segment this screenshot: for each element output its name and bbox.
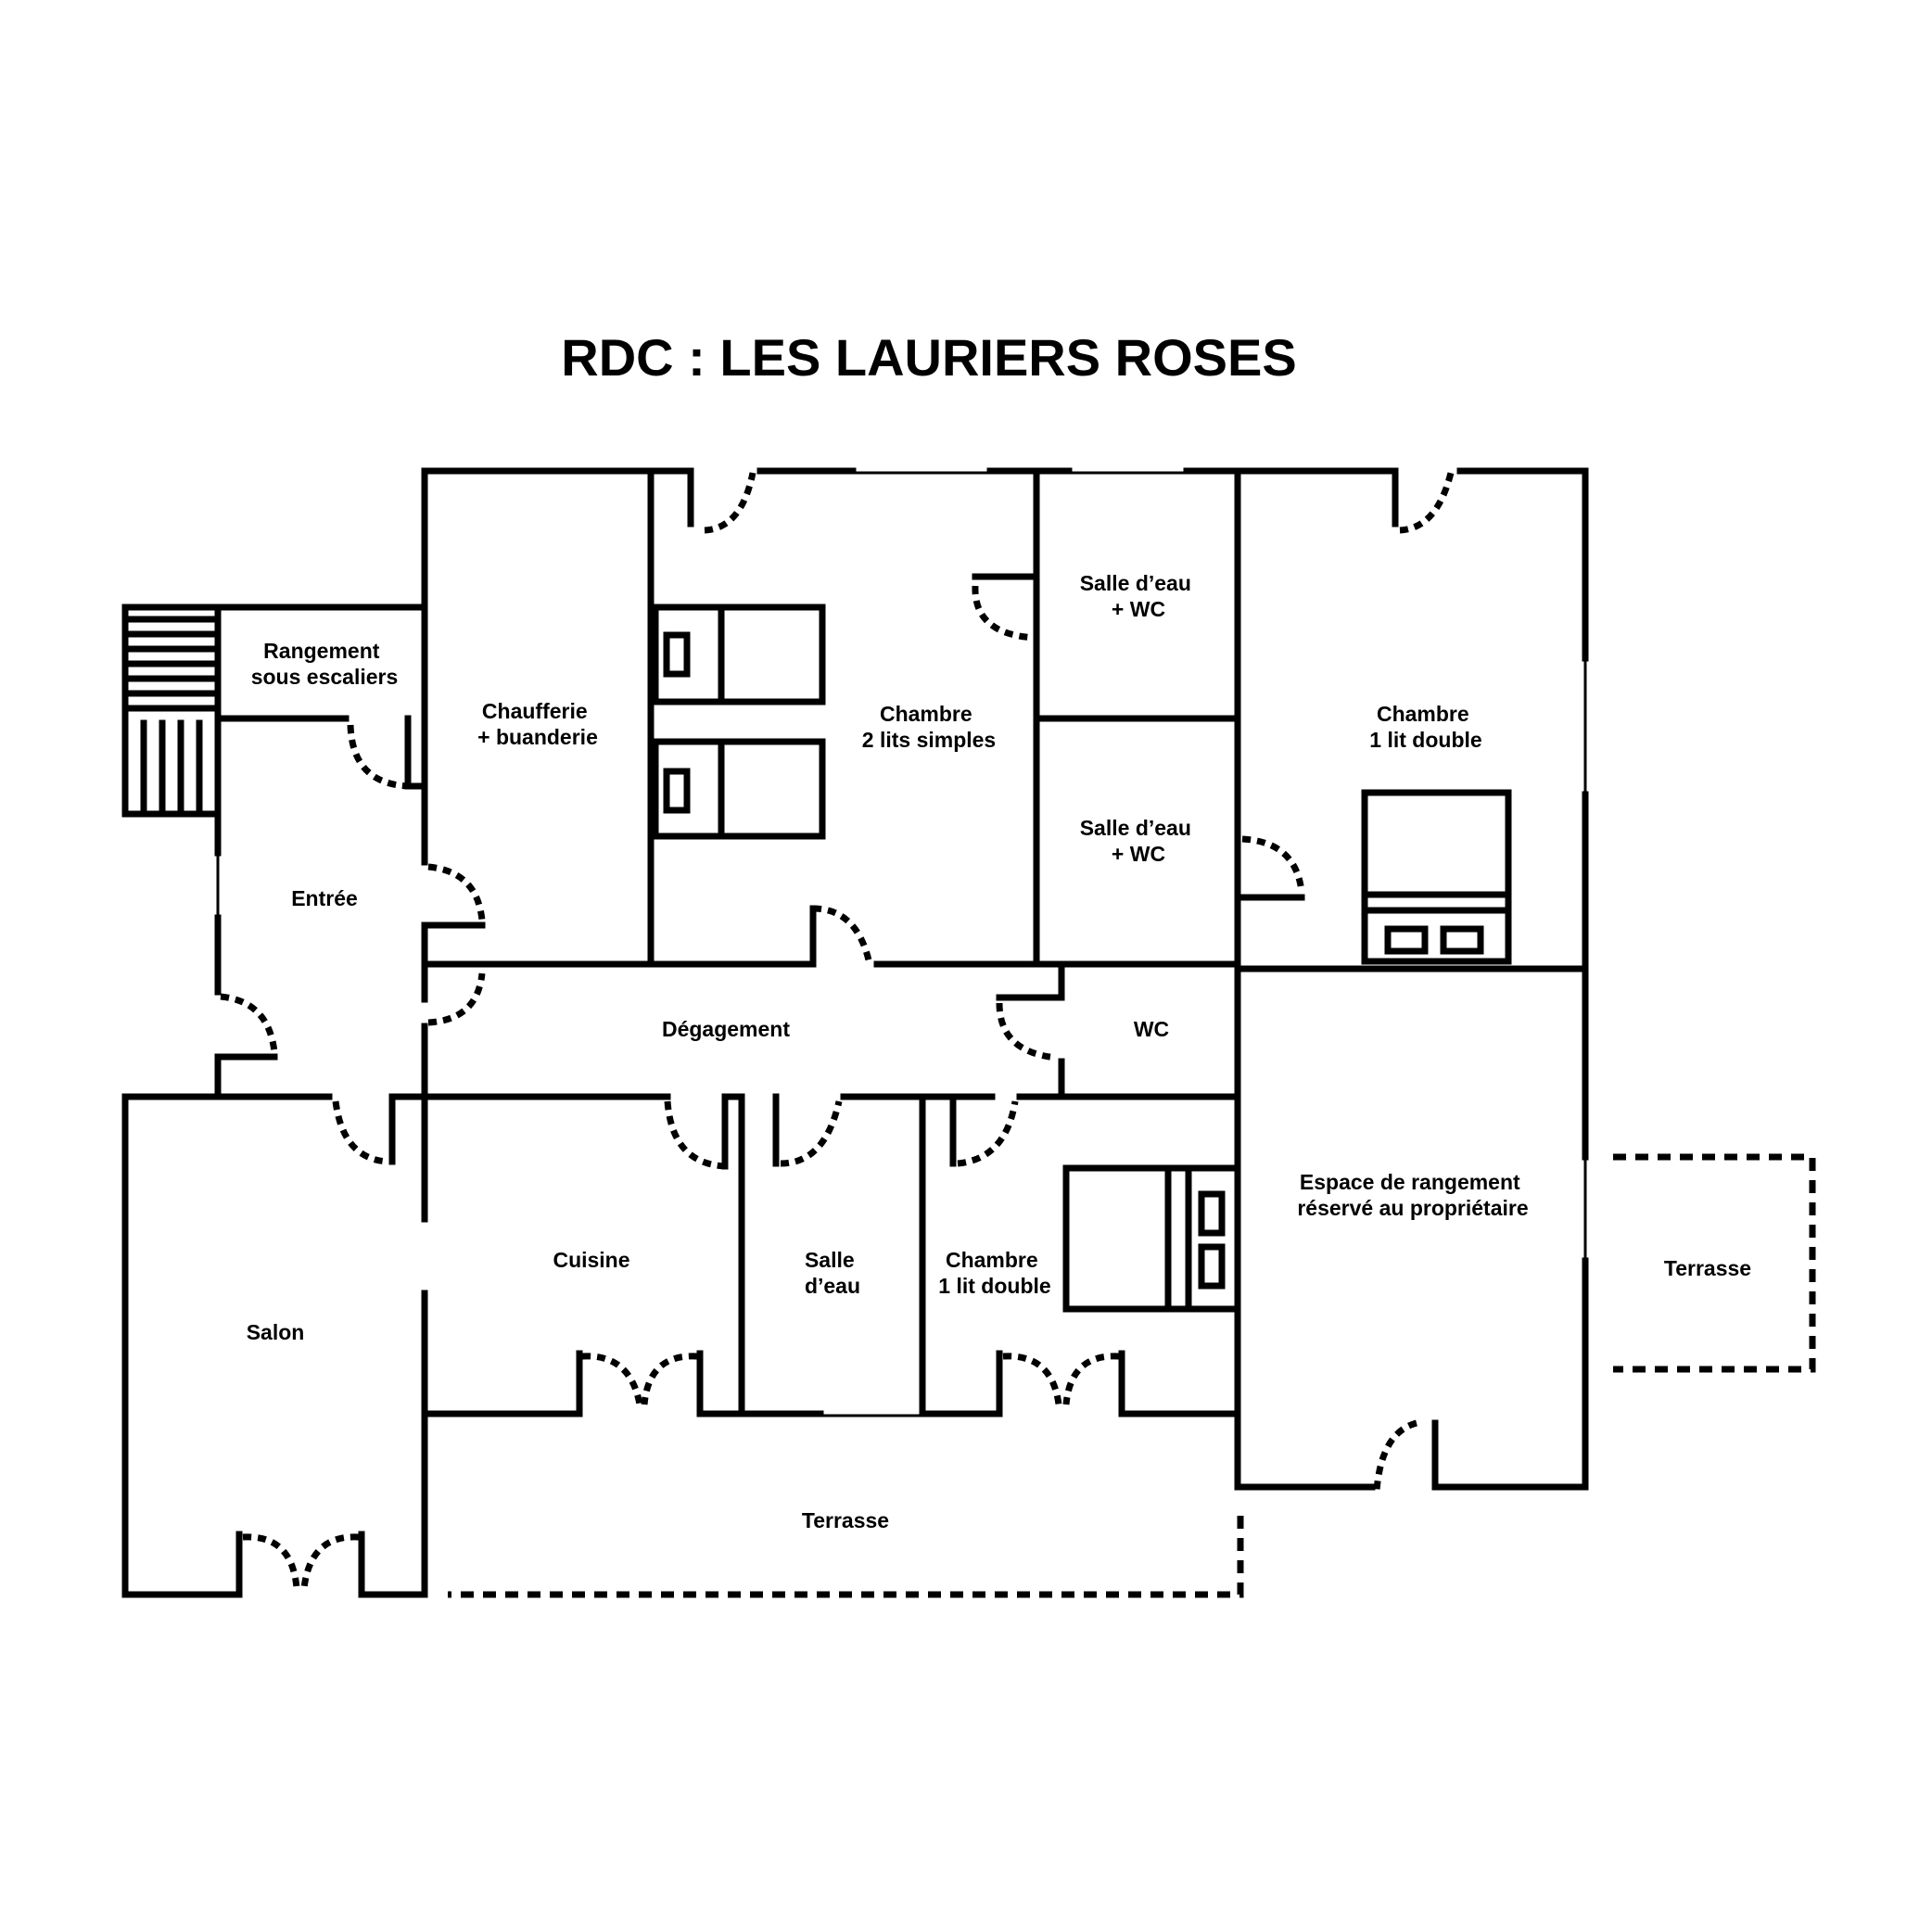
label-chambre-2-lits: Chambre 2 lits simples (862, 702, 996, 752)
label-salon: Salon (247, 1320, 305, 1344)
single-bed-1 (652, 604, 826, 705)
beds (652, 604, 1512, 1313)
label-entree: Entrée (291, 886, 358, 910)
label-salle-eau-wc-2: Salle d’eau + WC (1080, 816, 1198, 866)
label-espace-rangement: Espace de rangement réservé au propriéta… (1297, 1170, 1528, 1220)
label-chaufferie: Chaufferie + buanderie (477, 699, 598, 749)
label-salle-eau: Salle d’eau (805, 1248, 860, 1298)
stairs (121, 604, 222, 818)
plan-title: RDC : LES LAURIERS ROSES (561, 328, 1296, 387)
doors (220, 472, 1455, 1589)
label-rangement: Rangement sous escaliers (251, 639, 399, 689)
label-chambre-double-s: Chambre 1 lit double (938, 1248, 1050, 1298)
room-labels: Rangement sous escaliers Chaufferie + bu… (247, 571, 1751, 1532)
single-bed-2 (652, 738, 826, 840)
double-bed-s (1062, 1164, 1241, 1313)
label-wc: WC (1134, 1017, 1169, 1041)
label-terrasse-east: Terrasse (1664, 1256, 1751, 1280)
walls (121, 467, 1589, 1598)
label-cuisine: Cuisine (553, 1248, 629, 1272)
label-salle-eau-wc-1: Salle d’eau + WC (1080, 571, 1198, 621)
label-terrasse-south: Terrasse (802, 1508, 889, 1532)
label-chambre-double-ne: Chambre 1 lit double (1369, 702, 1481, 752)
label-degagement: Dégagement (662, 1017, 790, 1041)
double-bed-ne (1361, 789, 1512, 965)
terrace-outlines (448, 1153, 1816, 1598)
